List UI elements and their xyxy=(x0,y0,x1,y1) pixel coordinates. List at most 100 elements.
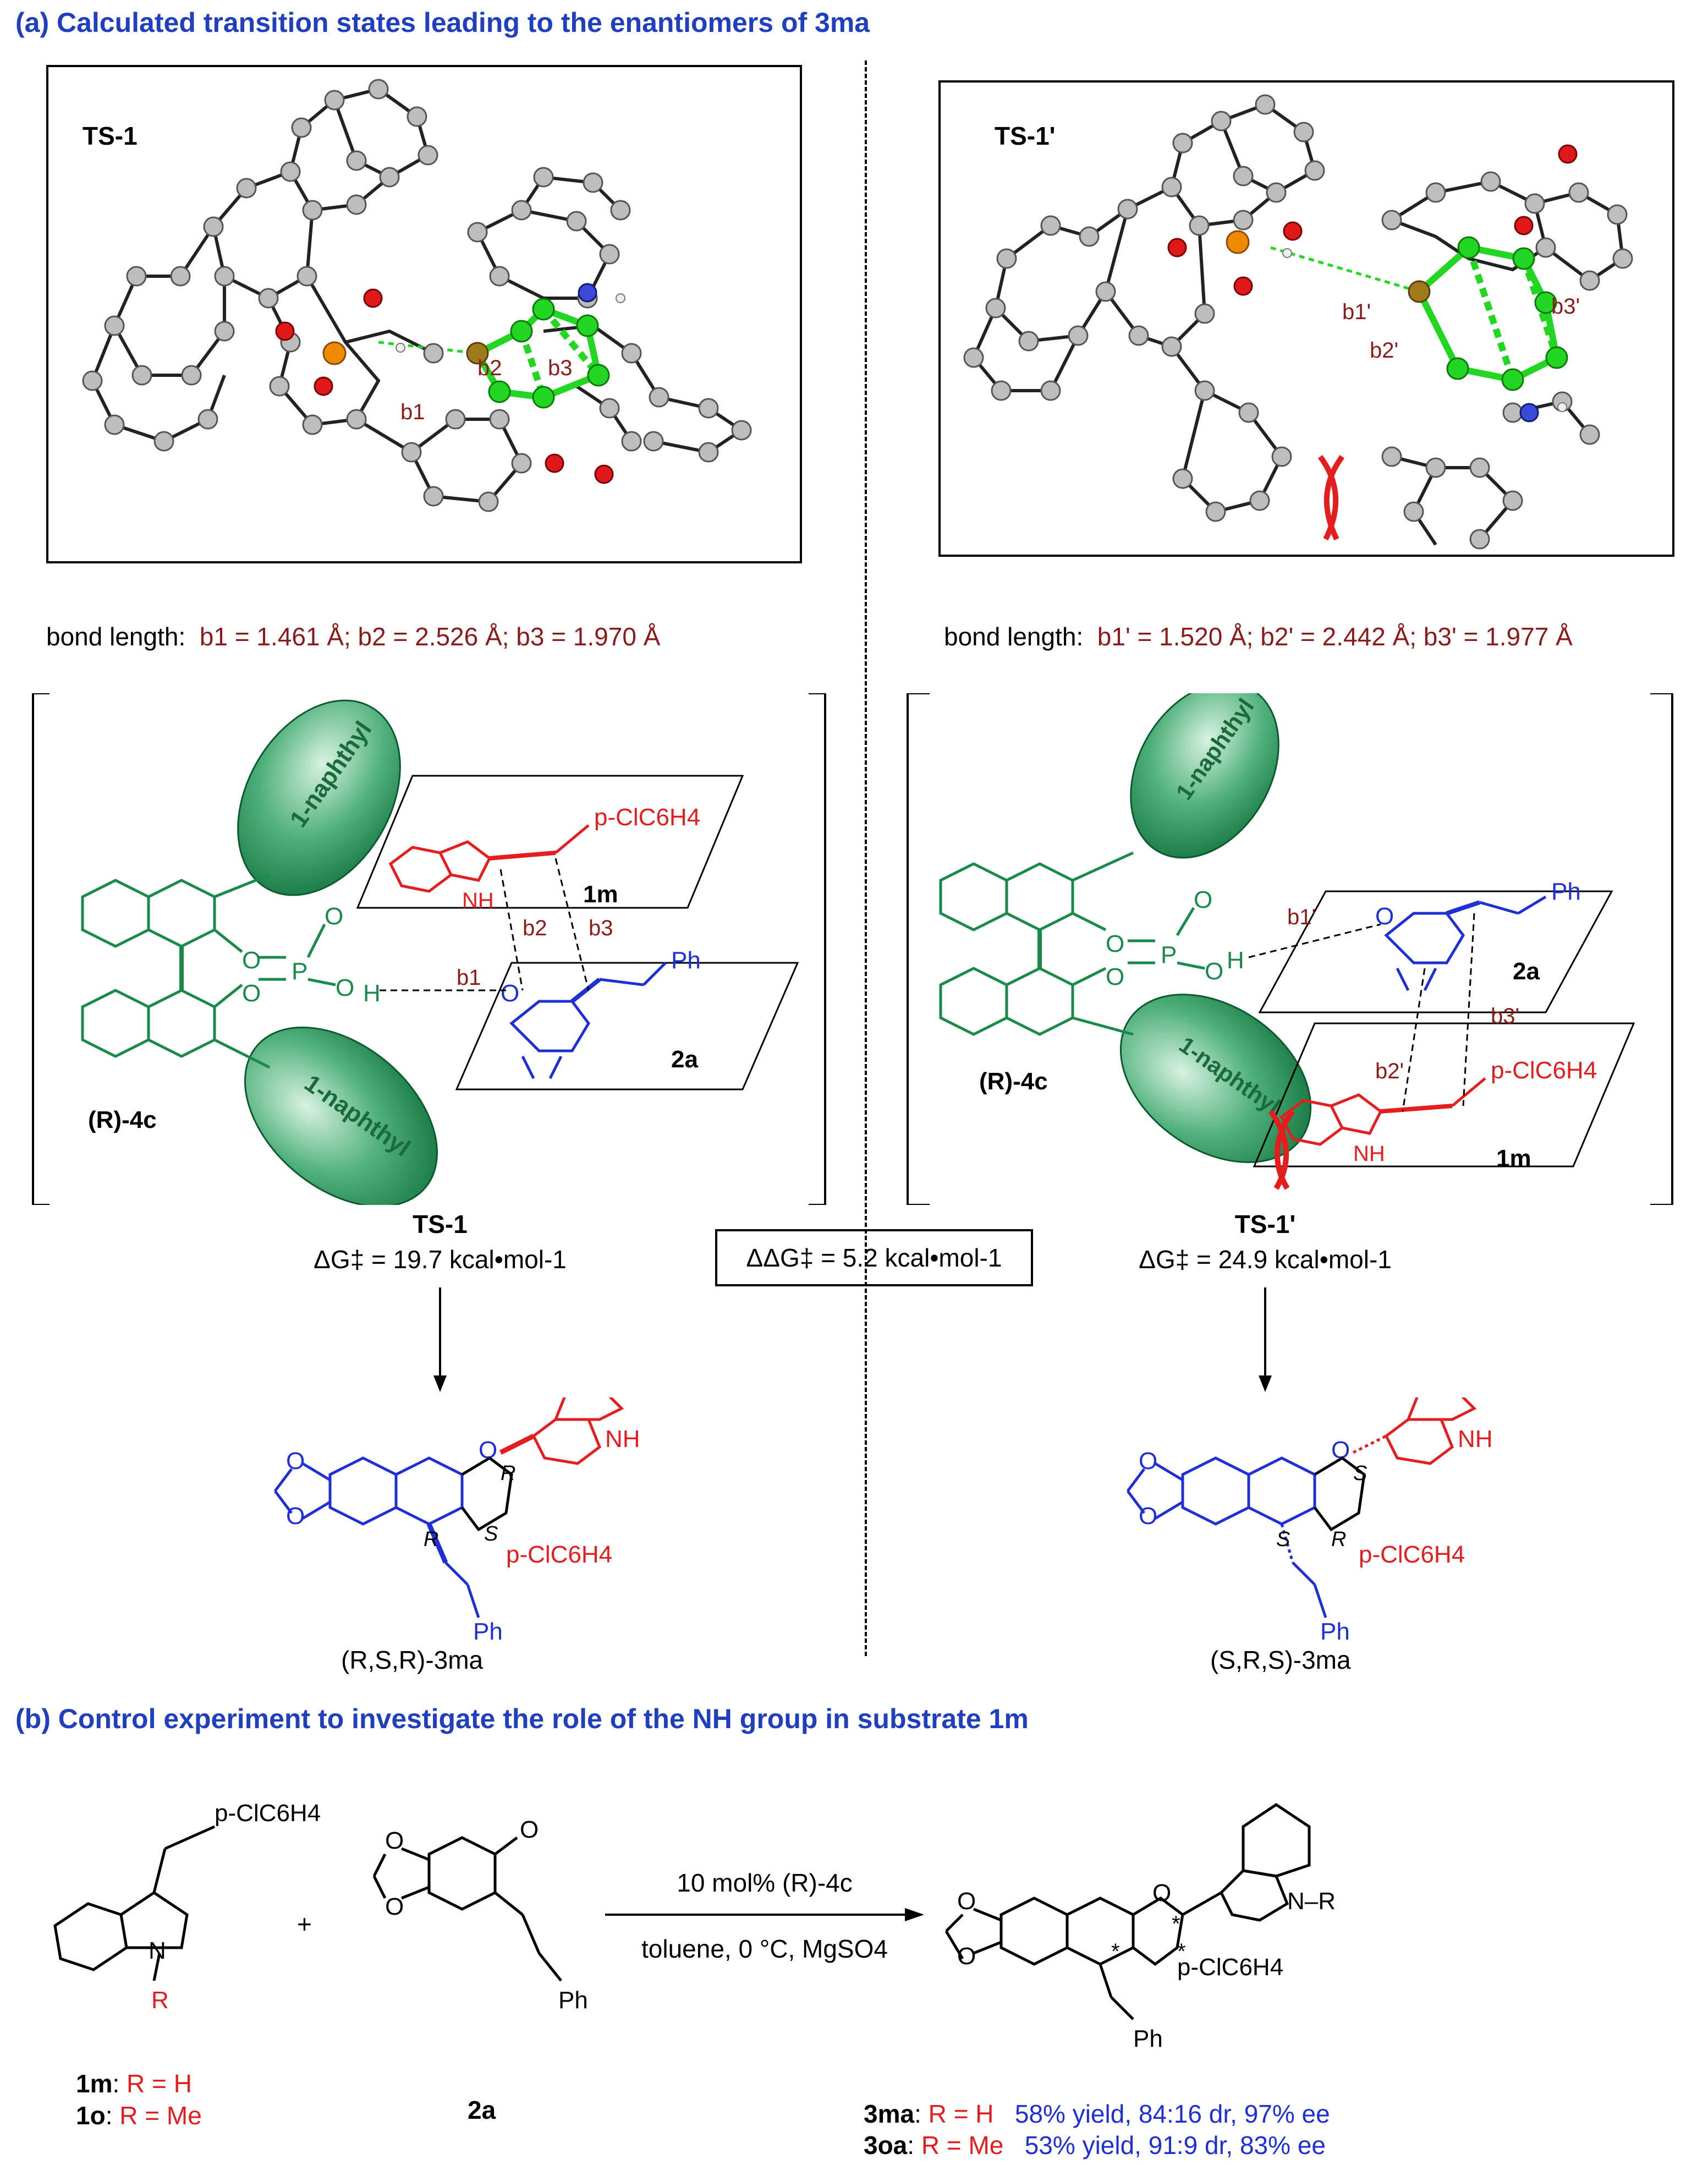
product-rsr-stereo2: S xyxy=(484,1522,498,1545)
ts1p-2a: 2a xyxy=(1513,958,1540,985)
svg-text:O: O xyxy=(385,1827,404,1854)
ts1p-h: H xyxy=(1227,947,1244,974)
svg-text:O: O xyxy=(1106,930,1124,957)
svg-text:O: O xyxy=(1139,1448,1157,1475)
ts1-b1: b1 xyxy=(457,966,481,990)
ts1p-3d-b2: b2' xyxy=(1370,338,1398,363)
svg-text:O: O xyxy=(1139,1503,1157,1530)
ts1p-b3: b3' xyxy=(1491,1004,1519,1028)
ts1-bond-lengths: bond length: b1 = 1.461 Å; b2 = 2.526 Å;… xyxy=(46,622,661,651)
ddg-box: ΔΔG‡ = 5.2 kcal•mol-1 xyxy=(715,1229,1033,1286)
product-srs-stereo1: S xyxy=(1353,1462,1367,1485)
product-rsr-ph: Ph xyxy=(473,1618,503,1640)
reaction-arrow xyxy=(605,1908,924,1921)
svg-text:*: * xyxy=(1177,1939,1186,1964)
ts1p-name: TS-1' xyxy=(1234,1210,1296,1238)
svg-text:O: O xyxy=(242,980,261,1007)
svg-text:O: O xyxy=(286,1503,305,1530)
svg-text:O: O xyxy=(242,947,261,974)
svg-text:N: N xyxy=(149,1937,166,1964)
ts1-3d-model: b1 b2 b3 xyxy=(82,79,752,512)
ts1p-3d-b3: b3' xyxy=(1551,294,1580,319)
ts1-scheme: 1-naphthyl 1-naphthyl OO POO H (R)-4c p-… xyxy=(32,693,826,1205)
conditions-top: 10 mol% (R)-4c xyxy=(677,1868,853,1897)
svg-text:P: P xyxy=(1161,941,1177,968)
divider xyxy=(865,61,867,1656)
product-rsr-label: (R,S,R)-3ma xyxy=(341,1646,484,1674)
product-srs: OOO NH p-ClC6H4 S R S Ph xyxy=(1127,1397,1493,1640)
reactant-2-ph: Ph xyxy=(558,1987,588,2014)
product-b-subst: p-ClC6H4 xyxy=(1177,1954,1283,1981)
ts1-b3: b3 xyxy=(589,916,613,940)
ts1-3d-b3: b3 xyxy=(548,356,573,380)
product-srs-label: (S,R,S)-3ma xyxy=(1210,1646,1351,1674)
ts1p-dg: ΔG‡ = 24.9 kcal•mol-1 xyxy=(1139,1245,1392,1274)
p2-legend: 3oa: R = Me 53% yield, 91:9 dr, 83% ee xyxy=(864,2131,1326,2159)
svg-text:O: O xyxy=(501,980,519,1007)
ts1p-3d-model: b1' b2' b3' xyxy=(963,94,1633,550)
r2-legend: 1o: R = Me xyxy=(76,2101,202,2130)
ts1p-arrow xyxy=(1259,1287,1272,1392)
svg-text:O: O xyxy=(325,903,343,930)
svg-text:O: O xyxy=(957,1888,976,1915)
plus-sign: + xyxy=(297,1910,312,1938)
reactant-1-r: R xyxy=(151,1987,169,2014)
svg-text:P: P xyxy=(292,958,307,985)
ts1p-3d-b1: b1' xyxy=(1342,300,1371,324)
ts1p-nh: NH xyxy=(1353,1142,1385,1166)
ts1-catalyst: (R)-4c xyxy=(88,1106,157,1133)
ts1-3d-label: TS-1 xyxy=(83,122,138,150)
product-b: OOO N–R p-ClC6H4 Ph *** xyxy=(944,1802,1336,2052)
ts1-name: TS-1 xyxy=(413,1210,468,1238)
svg-text:O: O xyxy=(336,974,354,1001)
ts1p-1m: 1m xyxy=(1496,1145,1531,1172)
ts1-arrow xyxy=(433,1287,447,1392)
svg-text:*: * xyxy=(1172,1912,1180,1936)
product-srs-ph: Ph xyxy=(1320,1618,1350,1640)
reactant-2: O O O Ph xyxy=(372,1816,588,2014)
section-b-title: (b) Control experiment to investigate th… xyxy=(15,1703,1029,1734)
r1-legend: 1m: R = H xyxy=(76,2069,192,2098)
product-b-nr: N–R xyxy=(1287,1888,1336,1915)
product-rsr-stereo1: R xyxy=(501,1462,515,1485)
svg-text:O: O xyxy=(1194,886,1212,913)
ts1p-b2: b2' xyxy=(1375,1059,1404,1083)
ts1-1m: 1m xyxy=(583,881,618,908)
p1-legend: 3ma: R = H 58% yield, 84:16 dr, 97% ee xyxy=(864,2100,1330,2128)
ts1p-bond-lengths: bond length: b1' = 1.520 Å; b2' = 2.442 … xyxy=(944,622,1573,651)
product-rsr-subst: p-ClC6H4 xyxy=(506,1541,612,1568)
ts1-3d-b2: b2 xyxy=(477,356,502,380)
ts1-b2: b2 xyxy=(523,916,547,940)
reactant-1-subst: p-ClC6H4 xyxy=(215,1800,321,1827)
reactant-2-name: 2a xyxy=(468,2096,496,2124)
product-srs-subst: p-ClC6H4 xyxy=(1359,1541,1465,1568)
svg-text:O: O xyxy=(385,1893,404,1920)
ts1p-scheme: 1-naphthyl 1-naphthyl OO POO H (R)-4c O … xyxy=(907,693,1673,1205)
ts1-h: H xyxy=(363,980,381,1007)
svg-text:O: O xyxy=(957,1943,976,1970)
svg-text:*: * xyxy=(1111,1939,1120,1964)
ts1-3d-b1: b1 xyxy=(400,400,425,424)
ts1p-catalyst: (R)-4c xyxy=(979,1068,1048,1095)
product-rsr-nh: NH xyxy=(605,1426,640,1453)
section-a-title: (a) Calculated transition states leading… xyxy=(15,7,870,38)
ts1p-pclc6h4: p-ClC6H4 xyxy=(1491,1057,1597,1084)
product-srs-stereo2: R xyxy=(1331,1528,1346,1551)
ts1p-b1: b1' xyxy=(1287,905,1316,929)
ts1p-3d-label: TS-1' xyxy=(995,122,1056,150)
product-b-ph: Ph xyxy=(1133,2025,1163,2052)
product-srs-stereo3: S xyxy=(1276,1528,1290,1551)
ts1-nh: NH xyxy=(462,889,494,913)
svg-text:O: O xyxy=(1106,963,1124,990)
reactant-2-o: O xyxy=(520,1816,539,1843)
ts1-2a: 2a xyxy=(671,1046,698,1073)
product-rsr: OOO NH p-ClC6H4 R S R Ph xyxy=(274,1397,640,1640)
svg-text:O: O xyxy=(1205,958,1223,985)
product-srs-nh: NH xyxy=(1458,1426,1493,1453)
ts1-ph: Ph xyxy=(671,947,701,974)
ts1-pclc6h4: p-ClC6H4 xyxy=(594,804,700,831)
ts1p-ph: Ph xyxy=(1551,878,1581,905)
conditions-bottom: toluene, 0 °C, MgSO4 xyxy=(641,1934,888,1963)
ts1-dg: ΔG‡ = 19.7 kcal•mol-1 xyxy=(314,1245,567,1274)
svg-text:O: O xyxy=(286,1448,305,1475)
